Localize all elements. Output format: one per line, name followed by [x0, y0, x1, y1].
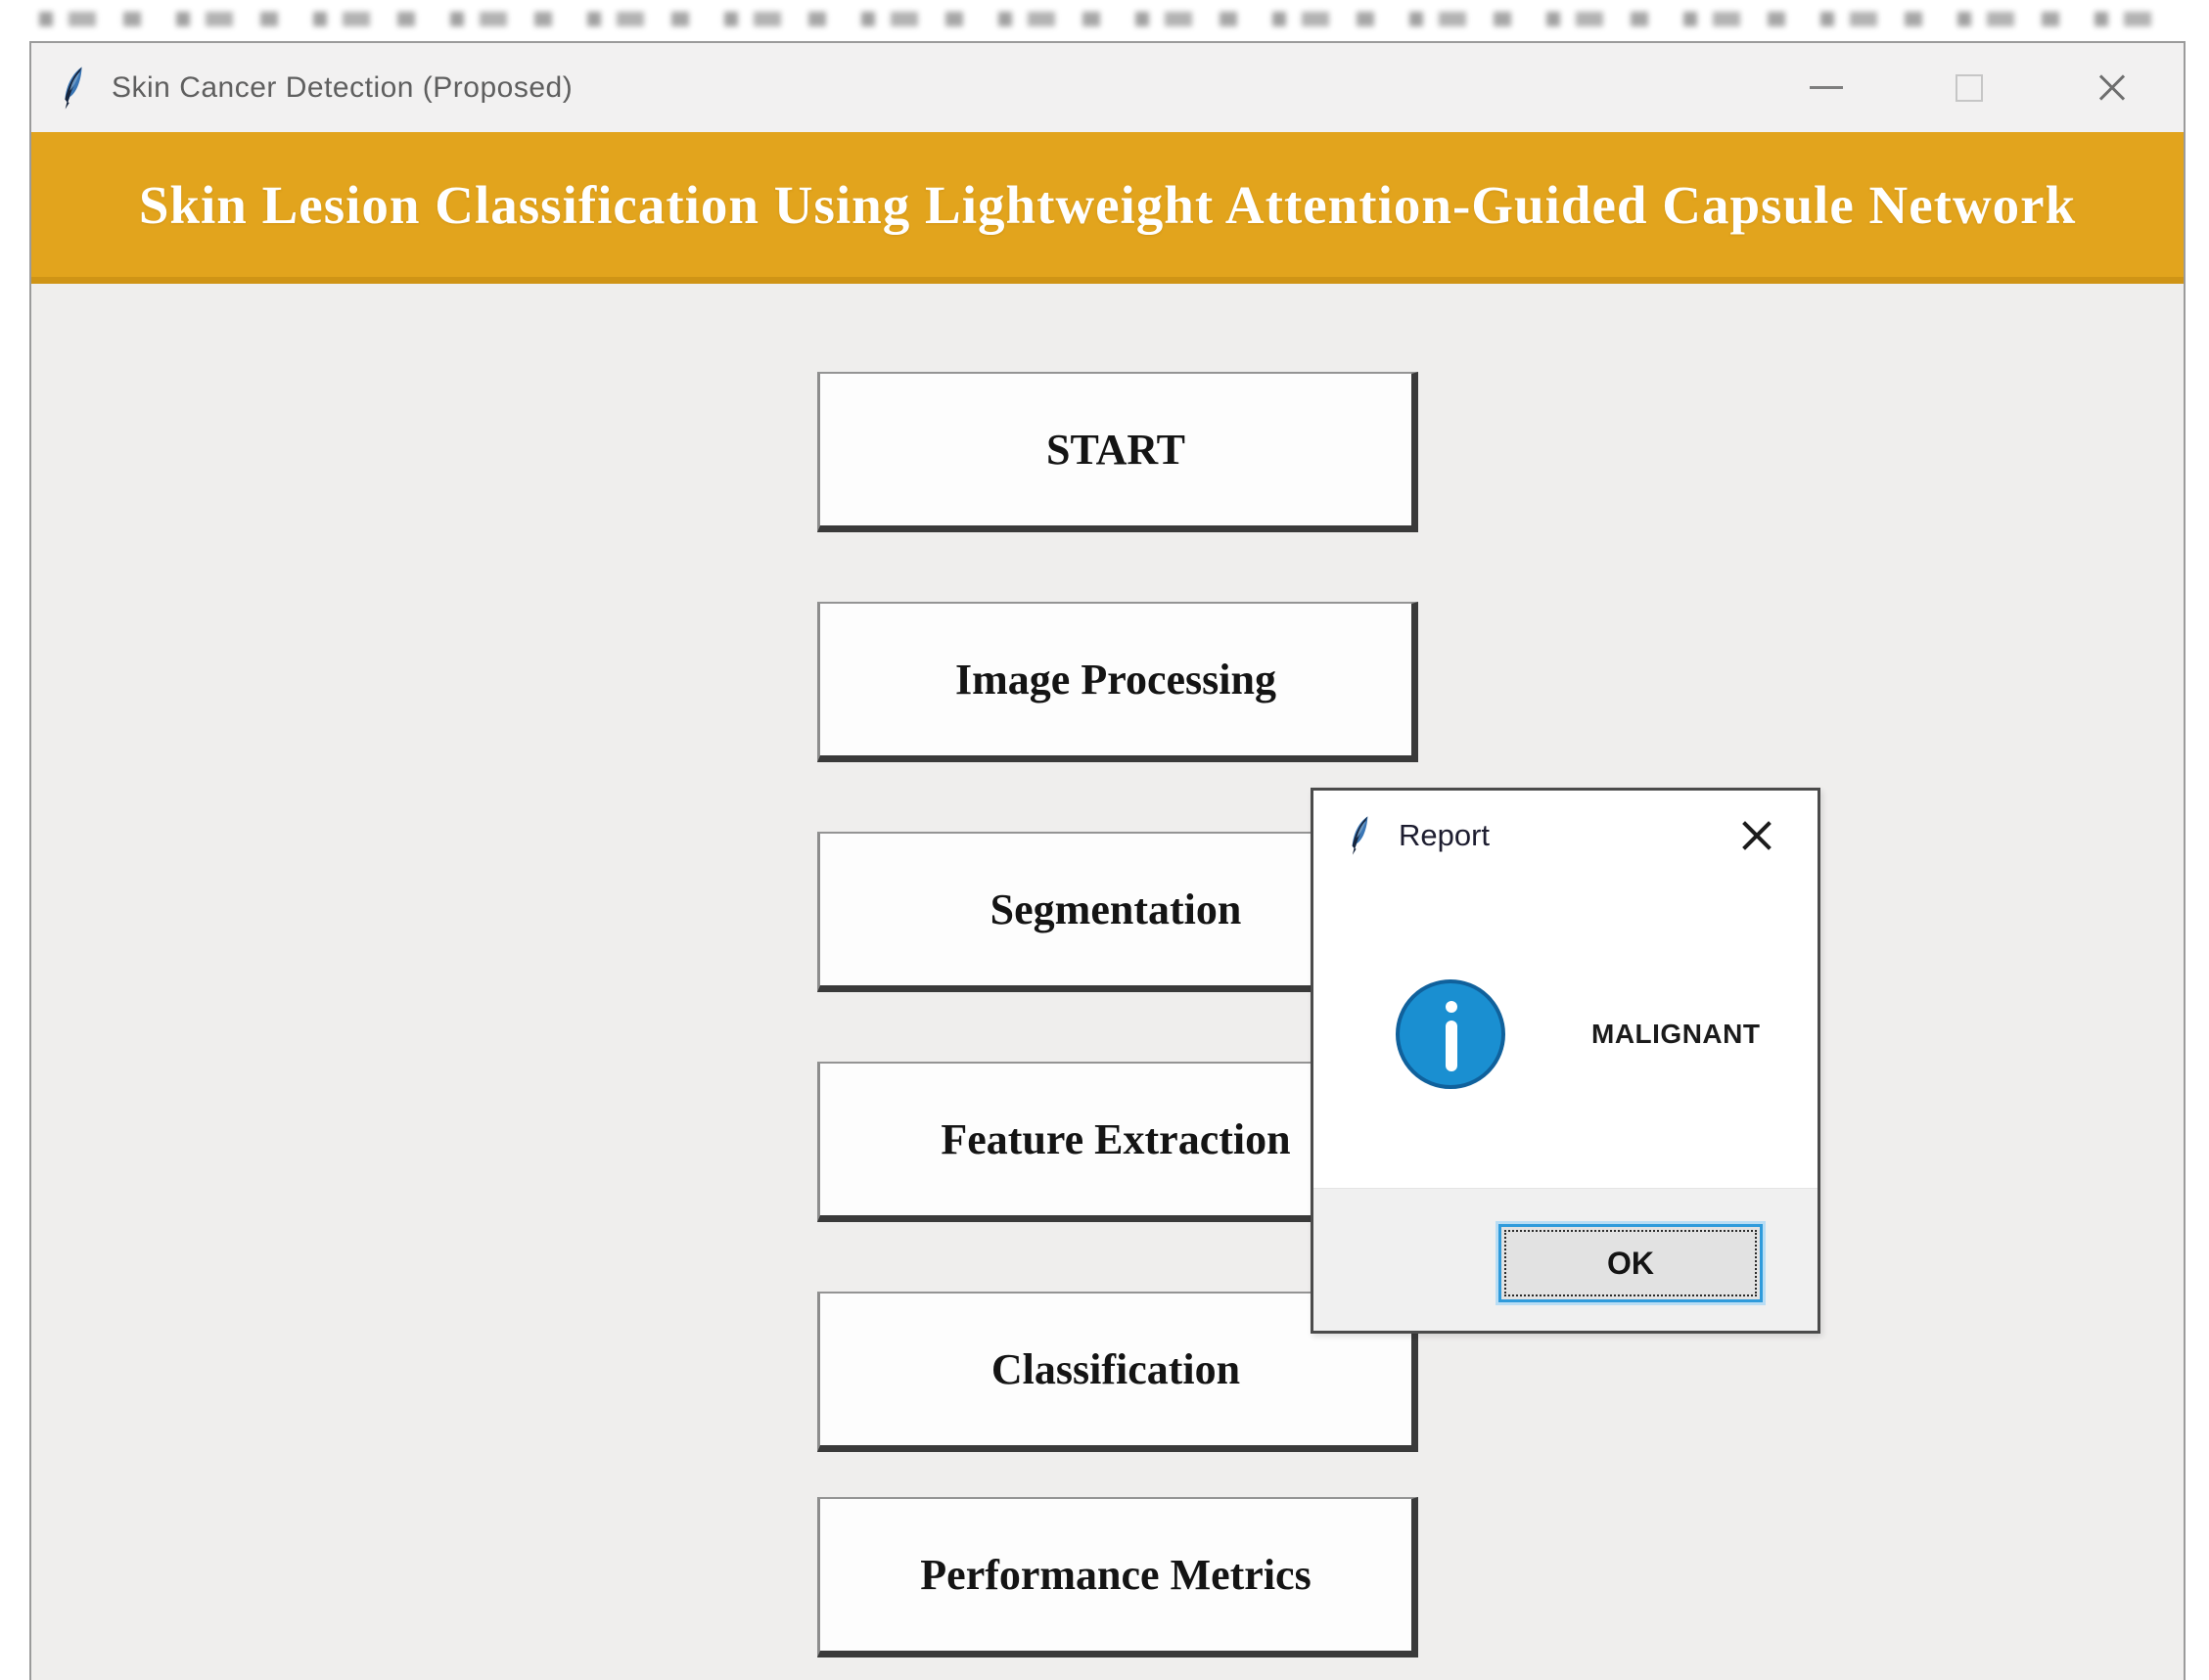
dialog-footer: OK: [1313, 1188, 1818, 1331]
tk-feather-icon: [65, 66, 82, 110]
info-icon: [1396, 979, 1505, 1089]
info-icon-dot: [1446, 1001, 1457, 1013]
dialog-close-button[interactable]: [1727, 806, 1786, 865]
app-window: Skin Cancer Detection (Proposed) Skin Le…: [29, 41, 2186, 1680]
window-title: Skin Cancer Detection (Proposed): [112, 70, 574, 104]
background-text-artifact: [39, 12, 2163, 26]
close-icon: [1738, 817, 1775, 854]
performance-metrics-button[interactable]: Performance Metrics: [817, 1497, 1418, 1657]
dialog-message: MALIGNANT: [1591, 1019, 1761, 1049]
report-dialog: Report MALIGNANT OK: [1311, 788, 1820, 1334]
report-dialog-titlebar: Report: [1313, 791, 1818, 881]
minimize-icon: [1810, 86, 1843, 89]
image-processing-button[interactable]: Image Processing: [817, 602, 1418, 762]
info-icon-bar: [1446, 1021, 1457, 1071]
maximize-icon: [1956, 73, 1983, 102]
tk-feather-icon: [1352, 816, 1368, 855]
maximize-button[interactable]: [1898, 43, 2041, 132]
dialog-title: Report: [1399, 818, 1491, 852]
dialog-body: MALIGNANT: [1313, 881, 1818, 1188]
window-controls: [1755, 43, 2184, 132]
close-icon: [2095, 71, 2129, 105]
minimize-button[interactable]: [1755, 43, 1898, 132]
app-banner: Skin Lesion Classification Using Lightwe…: [31, 132, 2184, 284]
app-headline: Skin Lesion Classification Using Lightwe…: [138, 174, 2077, 235]
start-button[interactable]: START: [817, 372, 1418, 532]
ok-button[interactable]: OK: [1498, 1224, 1763, 1302]
window-titlebar: Skin Cancer Detection (Proposed): [31, 43, 2184, 132]
close-button[interactable]: [2041, 43, 2184, 132]
